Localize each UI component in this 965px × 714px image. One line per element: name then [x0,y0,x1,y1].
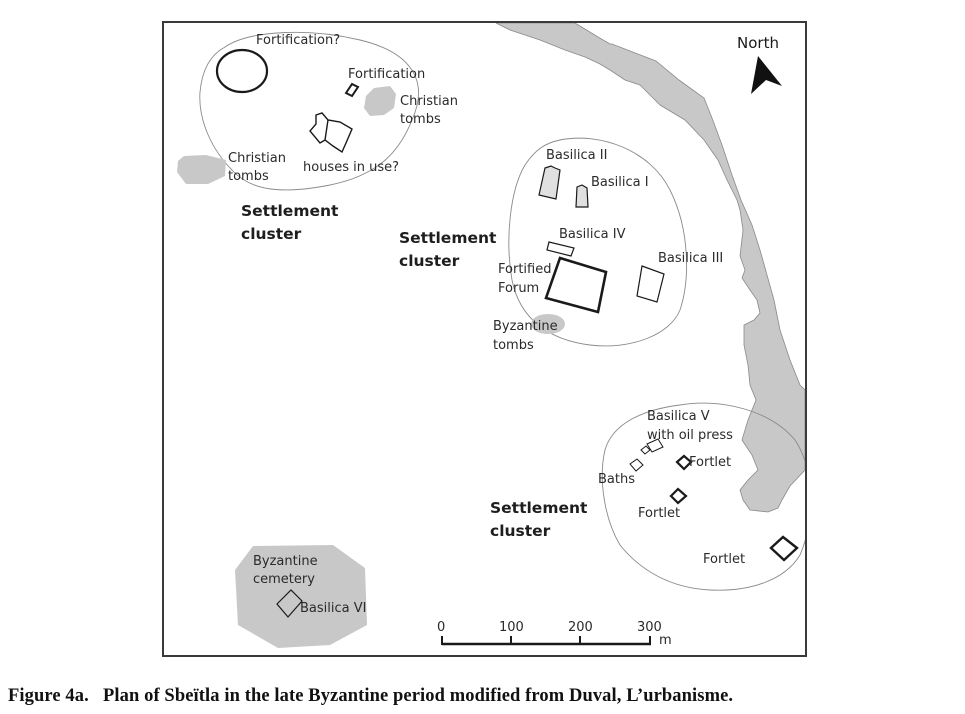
cluster-outline-southeast [601,402,805,591]
scale-tick-100: 100 [499,620,524,635]
label-basilica-6: Basilica VI [300,601,366,616]
label-settlement-cluster-central-1: Settlement [399,229,497,247]
label-fortlet-2: Fortlet [638,506,680,521]
cluster-outline-central [508,137,688,347]
label-basilica-5-1: Basilica V [647,409,710,424]
label-christian-tombs-west-1: Christian [228,151,286,166]
label-settlement-cluster-nw-1: Settlement [241,202,339,220]
north-label: North [737,34,779,52]
label-baths: Baths [598,472,635,487]
houses-divider [324,119,329,141]
figure-caption: Figure 4a. Plan of Sbeïtla in the late B… [8,686,734,706]
site-plan-map: Fortification? Fortification Christian t… [177,23,805,648]
scale-bar: 0 100 200 300 m [437,620,672,648]
christian-tombs-west [177,155,226,184]
label-basilica-4: Basilica IV [559,227,626,242]
label-byzantine-tombs-1: Byzantine [493,319,558,334]
christian-tombs-east [364,86,396,116]
basilica-3 [636,265,665,303]
fortlet-1 [675,454,693,471]
label-christian-tombs-east-1: Christian [400,94,458,109]
basilica-6 [276,589,303,618]
label-houses-in-use: houses in use? [303,160,399,175]
fortified-forum [544,256,608,314]
label-fortified-forum-2: Forum [498,281,539,296]
label-byzantine-cemetery-2: cemetery [253,572,315,587]
basilica-1 [575,184,589,208]
label-basilica-1: Basilica I [591,175,649,190]
fortification-small [344,82,360,98]
label-fortification: Fortification [348,67,425,82]
baths [629,458,644,472]
fortlet-3 [769,535,799,562]
label-basilica-3: Basilica III [658,251,723,266]
north-arrow-icon [751,56,782,94]
map-frame: Fortification? Fortification Christian t… [162,21,807,657]
fortification-ring [215,48,269,94]
label-settlement-cluster-nw-2: cluster [241,225,302,243]
basilica-2 [538,165,561,200]
scale-tick-200: 200 [568,620,593,635]
basilica-4 [546,241,575,257]
label-byzantine-cemetery-1: Byzantine [253,554,318,569]
river-wadi [495,23,805,513]
label-christian-tombs-east-2: tombs [400,112,441,127]
label-settlement-cluster-central-2: cluster [399,252,460,270]
fortlet-2 [669,487,688,505]
label-basilica-2: Basilica II [546,148,607,163]
label-basilica-5-2: with oil press [647,428,733,443]
byzantine-cemetery [235,545,367,648]
label-byzantine-tombs-2: tombs [493,338,534,353]
label-settlement-cluster-se-2: cluster [490,522,551,540]
houses-in-use [309,112,353,154]
label-christian-tombs-west-2: tombs [228,169,269,184]
basilica-5 [646,438,664,453]
oil-press [640,445,651,455]
label-fortified-forum-1: Fortified [498,262,551,277]
scale-tick-0: 0 [437,620,445,635]
label-fortification-question: Fortification? [256,33,340,48]
byzantine-tombs [531,314,565,334]
scale-unit: m [659,633,672,648]
cluster-outline-northwest [199,31,419,191]
scale-tick-300: 300 [637,620,662,635]
label-settlement-cluster-se-1: Settlement [490,499,588,517]
label-fortlet-3: Fortlet [703,552,745,567]
label-fortlet-1: Fortlet [689,455,731,470]
